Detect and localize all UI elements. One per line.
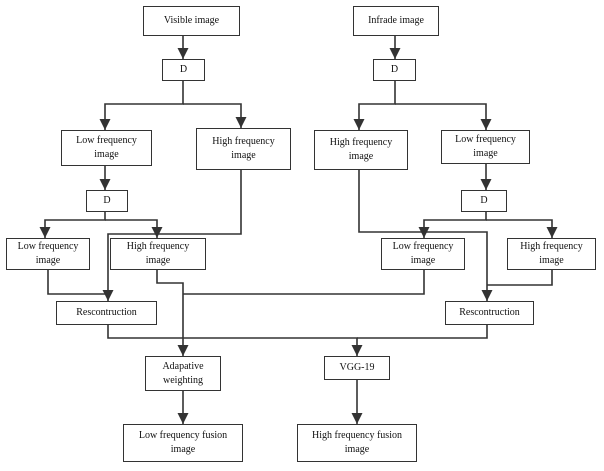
decompose-label-right-2: D [480,195,488,206]
adaptive-weighting-box: Adapative weighting [145,356,221,391]
decompose-label-right: D [390,64,399,75]
infrared-image-label: Infrade image [368,15,424,26]
conn-lf2-right-to-adaptive [183,270,425,295]
conn-hf2-left-to-adaptive [156,270,189,356]
conn-lf2-left-to-recon [47,270,108,295]
low-frequency-box-right-2: Low frequency image [381,238,465,270]
conn-d-left-to-high [183,103,247,128]
decompose-box-right: D [373,59,416,81]
conn-d-right-to-low [395,103,492,130]
low-frequency-label-right-2: Low frequency image [392,241,454,266]
conn-d2-left-split [39,212,106,238]
infrared-image-box: Infrade image [353,6,439,36]
vgg19-box: VGG-19 [324,356,390,380]
decompose-box-right-2: D [461,190,507,212]
decompose-box-left-2: D [86,190,128,212]
low-frequency-fusion-label: Low frequency fusion image [138,430,228,455]
low-frequency-label-left-2: Low frequency image [17,241,79,266]
high-frequency-box-right-2: High frequency image [507,238,596,270]
low-frequency-box-left: Low frequency image [61,130,152,166]
decompose-label-left-2: D [103,195,111,206]
conn-hf-right-to-recon [358,170,493,301]
low-frequency-box-right: Low frequency image [441,130,530,164]
high-frequency-label-right: High frequency image [329,137,393,162]
vgg19-label: VGG-19 [339,362,375,373]
low-frequency-label-right: Low frequency image [455,134,516,159]
decompose-box-left: D [162,59,205,81]
conn-recon-right-to-vgg [357,325,488,339]
conn-d-right-split [353,81,396,130]
high-frequency-box-left-2: High frequency image [110,238,206,270]
reconstruction-box-right: Rescontruction [445,301,534,325]
conn-d2-right-split [418,212,487,238]
visible-image-label: Visible image [163,15,220,26]
low-frequency-box-left-2: Low frequency image [6,238,90,270]
high-frequency-label-left: High frequency image [212,136,275,161]
conn-hf-left-to-recon [102,170,242,301]
high-frequency-fusion-box: High frequency fusion image [297,424,417,462]
conn-recon-left-to-vgg [107,325,363,356]
high-frequency-box-right: High frequency image [314,130,408,170]
low-frequency-fusion-box: Low frequency fusion image [123,424,243,462]
conn-d-left-split [99,81,184,130]
high-frequency-label-right-2: High frequency image [520,241,583,266]
high-frequency-box-left: High frequency image [196,128,291,170]
high-frequency-fusion-label: High frequency fusion image [312,430,402,455]
decompose-label-left: D [179,64,188,75]
adaptive-weighting-label: Adapative weighting [162,360,204,386]
reconstruction-box-left: Rescontruction [56,301,157,325]
high-frequency-label-left-2: High frequency image [126,241,190,266]
low-frequency-label-left: Low frequency image [76,135,137,160]
conn-hf2-right-to-recon [487,270,553,286]
visible-image-box: Visible image [143,6,240,36]
conn-d2-right-to-high [486,219,558,238]
reconstruction-label-left: Rescontruction [76,307,137,318]
reconstruction-label-right: Rescontruction [459,307,520,318]
conn-d2-left-to-high [105,219,163,238]
